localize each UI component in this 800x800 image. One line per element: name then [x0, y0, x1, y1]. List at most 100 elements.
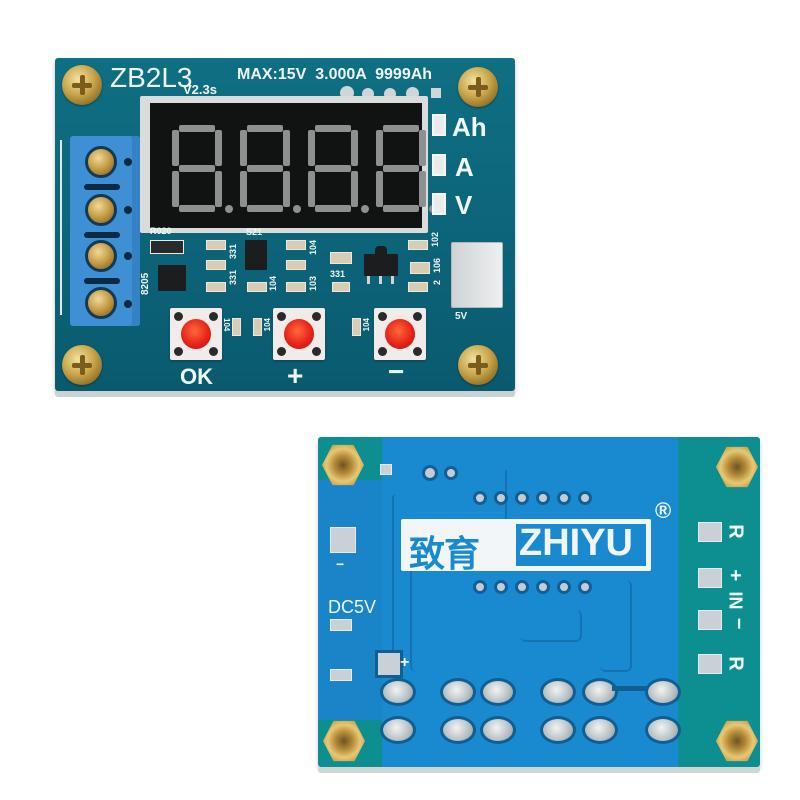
component-label: 102	[430, 232, 440, 248]
via	[422, 465, 438, 481]
smd-resistor	[206, 282, 226, 292]
side-label-in: IN	[725, 591, 746, 610]
header-via	[578, 491, 592, 505]
power-pad	[375, 650, 403, 678]
header-via	[557, 491, 571, 505]
smd-resistor	[286, 240, 306, 250]
header-via	[578, 580, 592, 594]
solder-joint	[480, 678, 516, 706]
component-label: 104	[222, 318, 231, 332]
screw-bottom-left-icon	[62, 345, 102, 385]
plus-label: +	[400, 654, 410, 671]
ok-button[interactable]	[170, 308, 222, 360]
header-via	[515, 580, 529, 594]
smd-resistor	[408, 282, 428, 292]
header-via	[494, 580, 508, 594]
solder-joint	[582, 716, 618, 744]
smd-component	[330, 619, 352, 631]
brand-logo: 致育 ZHIYU	[401, 519, 651, 575]
smd-pad	[380, 464, 392, 475]
component-label: 331	[228, 270, 238, 286]
pcb-trace	[392, 494, 400, 654]
header-via	[557, 580, 571, 594]
terminal-screw-icon	[85, 240, 117, 272]
smd-capacitor	[232, 318, 241, 336]
smd-capacitor	[253, 318, 262, 336]
screw-bottom-right-icon	[458, 345, 498, 385]
side-label-minus: −	[727, 617, 750, 630]
component-label: 8205	[140, 272, 151, 295]
screw-top-left-icon	[62, 65, 102, 105]
side-label-plus: +	[730, 565, 742, 587]
ok-button-label: OK	[180, 364, 213, 389]
component-label: S21	[246, 227, 263, 237]
header-via	[494, 491, 508, 505]
terminal-screw-icon	[85, 287, 117, 319]
dc5v-label: DC5V	[328, 597, 377, 617]
screw-terminal-block	[70, 136, 140, 326]
smd-resistor	[206, 260, 226, 270]
component-label: 104	[308, 240, 318, 256]
header-via	[536, 580, 550, 594]
component-label: 331	[330, 269, 346, 279]
square-pad	[330, 527, 356, 553]
indicator-led-a	[432, 154, 446, 176]
smd-component	[330, 669, 352, 681]
component-label: 104	[268, 276, 278, 292]
display-digit	[376, 125, 437, 213]
terminal-screw-icon	[85, 146, 117, 178]
seven-segment-display	[140, 96, 437, 233]
indicator-label-ah: Ah	[452, 112, 487, 142]
indicator-label-a: A	[455, 152, 474, 182]
registered-trademark: ®	[655, 498, 672, 523]
micro-usb-port	[451, 242, 503, 308]
ic-chip	[245, 240, 267, 270]
smd-capacitor	[247, 282, 267, 292]
minus-button-label: −	[388, 356, 405, 387]
regulator-pin	[391, 276, 394, 284]
solder-joint	[380, 678, 416, 706]
usb-voltage-label: 5V	[455, 311, 468, 322]
minus-label: −	[336, 556, 345, 572]
solder-joint	[480, 716, 516, 744]
header-via	[515, 491, 529, 505]
indicator-label-v: V	[455, 190, 473, 220]
terminal-screw-icon	[85, 194, 117, 226]
input-pad	[698, 610, 722, 630]
plus-button[interactable]	[273, 308, 325, 360]
smd-capacitor	[352, 318, 361, 336]
via	[444, 466, 458, 480]
smd-capacitor	[286, 260, 306, 270]
component-label: 104	[263, 318, 272, 332]
input-pad	[698, 568, 722, 588]
component-label: 104	[362, 318, 371, 332]
smd-capacitor	[330, 252, 352, 264]
side-label-r-top: R	[724, 524, 747, 539]
solder-joint	[440, 716, 476, 744]
solder-joint	[540, 716, 576, 744]
version-label: V2.3s	[183, 82, 217, 97]
copper-pour	[382, 437, 678, 767]
solder-joint	[645, 716, 681, 744]
component-label: 2	[432, 280, 442, 286]
display-digit	[172, 125, 233, 213]
smd-resistor	[206, 240, 226, 250]
minus-button[interactable]	[374, 308, 426, 360]
voltage-regulator	[364, 254, 398, 276]
model-label: ZB2L3	[110, 62, 193, 93]
specs-label: MAX:15V 3.000A 9999Ah	[237, 66, 433, 83]
plus-button-label: +	[287, 360, 304, 391]
smd-resistor	[332, 282, 350, 292]
screw-top-right-icon	[458, 67, 498, 107]
display-digit	[240, 125, 301, 213]
header-via	[473, 491, 487, 505]
component-label: 103	[308, 276, 318, 292]
solder-joint	[540, 678, 576, 706]
solder-joint	[440, 678, 476, 706]
solder-joint	[582, 678, 618, 706]
indicator-led-v	[432, 193, 446, 215]
smd-capacitor	[410, 262, 430, 274]
pcb-trace	[600, 580, 632, 672]
voltage-regulator-tab	[375, 246, 387, 254]
regulator-pin	[367, 276, 370, 284]
